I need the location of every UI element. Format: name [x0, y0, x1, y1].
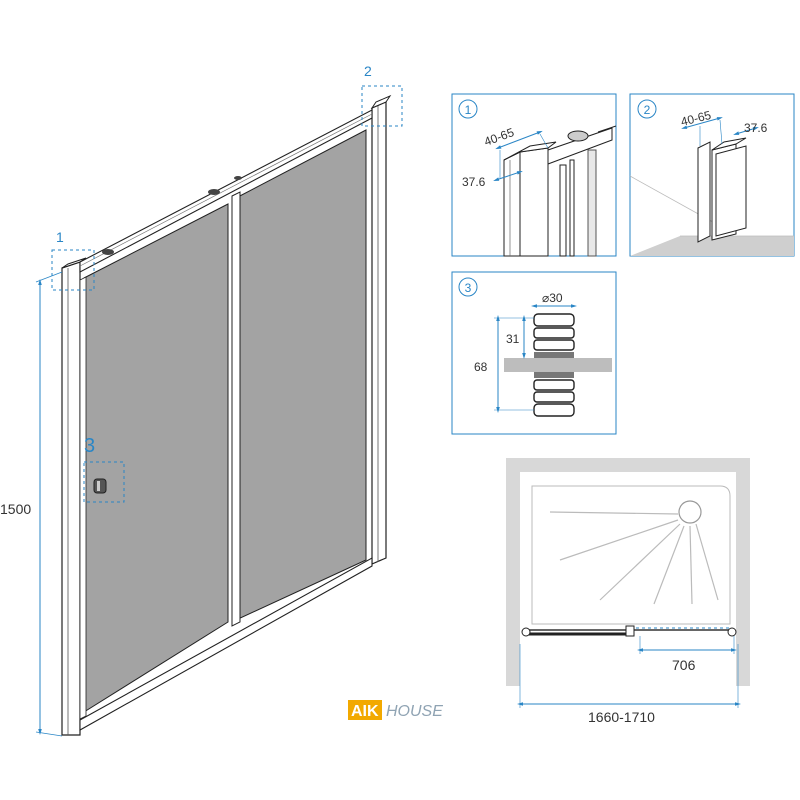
glass-panel-back — [235, 129, 367, 621]
top-rail — [79, 109, 373, 273]
detail-1-panel: 1 — [451, 93, 617, 257]
brand-part1: AIK — [351, 703, 379, 720]
detail-1-number: 1 — [465, 103, 472, 117]
detail-3-knob-depth: 31 — [506, 332, 520, 346]
glass-panel-front — [83, 203, 229, 713]
detail-3-diameter: ⌀30 — [542, 291, 563, 305]
plan-opening-width: 706 — [672, 657, 696, 673]
callout-label-3: 3 — [84, 435, 95, 457]
callout-box-1 — [51, 249, 95, 291]
detail-2-depth: 37.6 — [744, 121, 768, 135]
plan-view — [506, 458, 750, 708]
right-frame-post — [371, 101, 387, 565]
detail-3-panel: 3 — [451, 271, 617, 435]
detail-2-panel: 2 — [629, 93, 795, 257]
detail-3-number: 3 — [465, 281, 472, 295]
shower-door-drawing — [35, 85, 403, 737]
handle-knob-icon — [93, 478, 107, 494]
height-label: 1500 — [0, 501, 31, 517]
callout-box-3 — [83, 461, 125, 503]
knob-icon — [533, 313, 575, 417]
roller-icon — [208, 189, 220, 195]
bottom-rail — [79, 557, 373, 731]
brand-logo: AIK HOUSE — [348, 700, 443, 720]
callout-box-2 — [361, 85, 403, 127]
detail-3-total-depth: 68 — [474, 360, 488, 374]
drain-icon — [678, 500, 702, 524]
left-frame-post — [61, 261, 81, 736]
detail-1-depth: 37.6 — [462, 175, 486, 189]
detail-2-number: 2 — [644, 103, 651, 117]
roller-icon — [102, 249, 114, 255]
callout-label-2: 2 — [364, 63, 372, 79]
brand-part2: HOUSE — [386, 703, 443, 720]
callout-label-1: 1 — [56, 229, 64, 245]
plan-install-width: 1660-1710 — [588, 709, 655, 725]
